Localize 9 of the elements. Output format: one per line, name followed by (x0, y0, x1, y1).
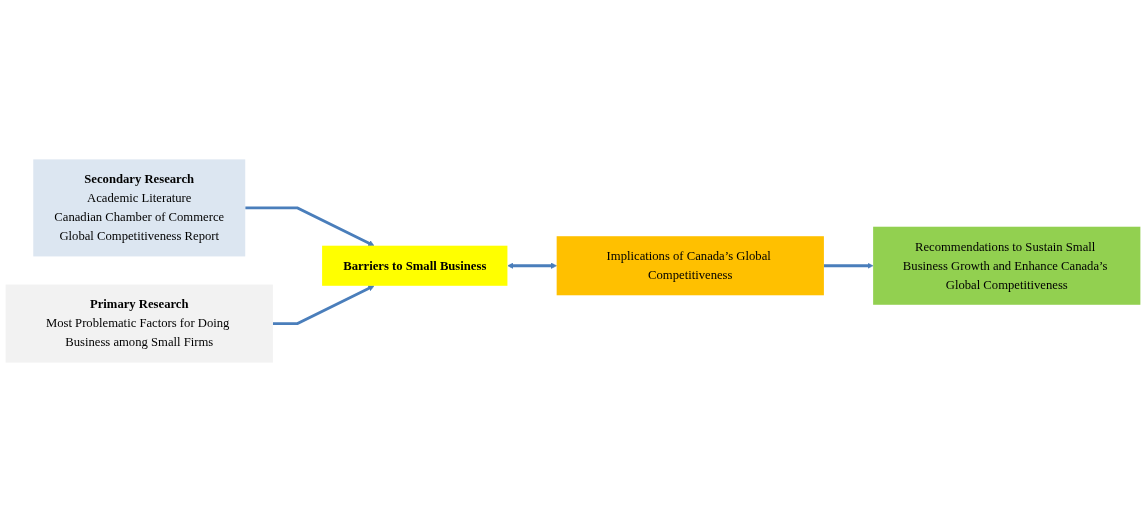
node-box: Secondary Research Academic Literature Canadian Chamber of Commerce Global Competitiveness Report (33, 159, 246, 257)
node-box: Implications of Canada’s Global Competitiveness (556, 236, 824, 296)
node-box: Barriers to Small Business (322, 245, 508, 286)
arrow (823, 262, 874, 269)
arrow (272, 285, 375, 325)
arrow (507, 262, 557, 269)
node-box: Primary Research Most Problematic Factors for Doing Business among Small Firms (5, 284, 273, 363)
arrow (245, 206, 375, 246)
node-box: Recommendations to Sustain Small Business Growth and Enhance Canada’s Global Competitiveness (873, 226, 1141, 305)
